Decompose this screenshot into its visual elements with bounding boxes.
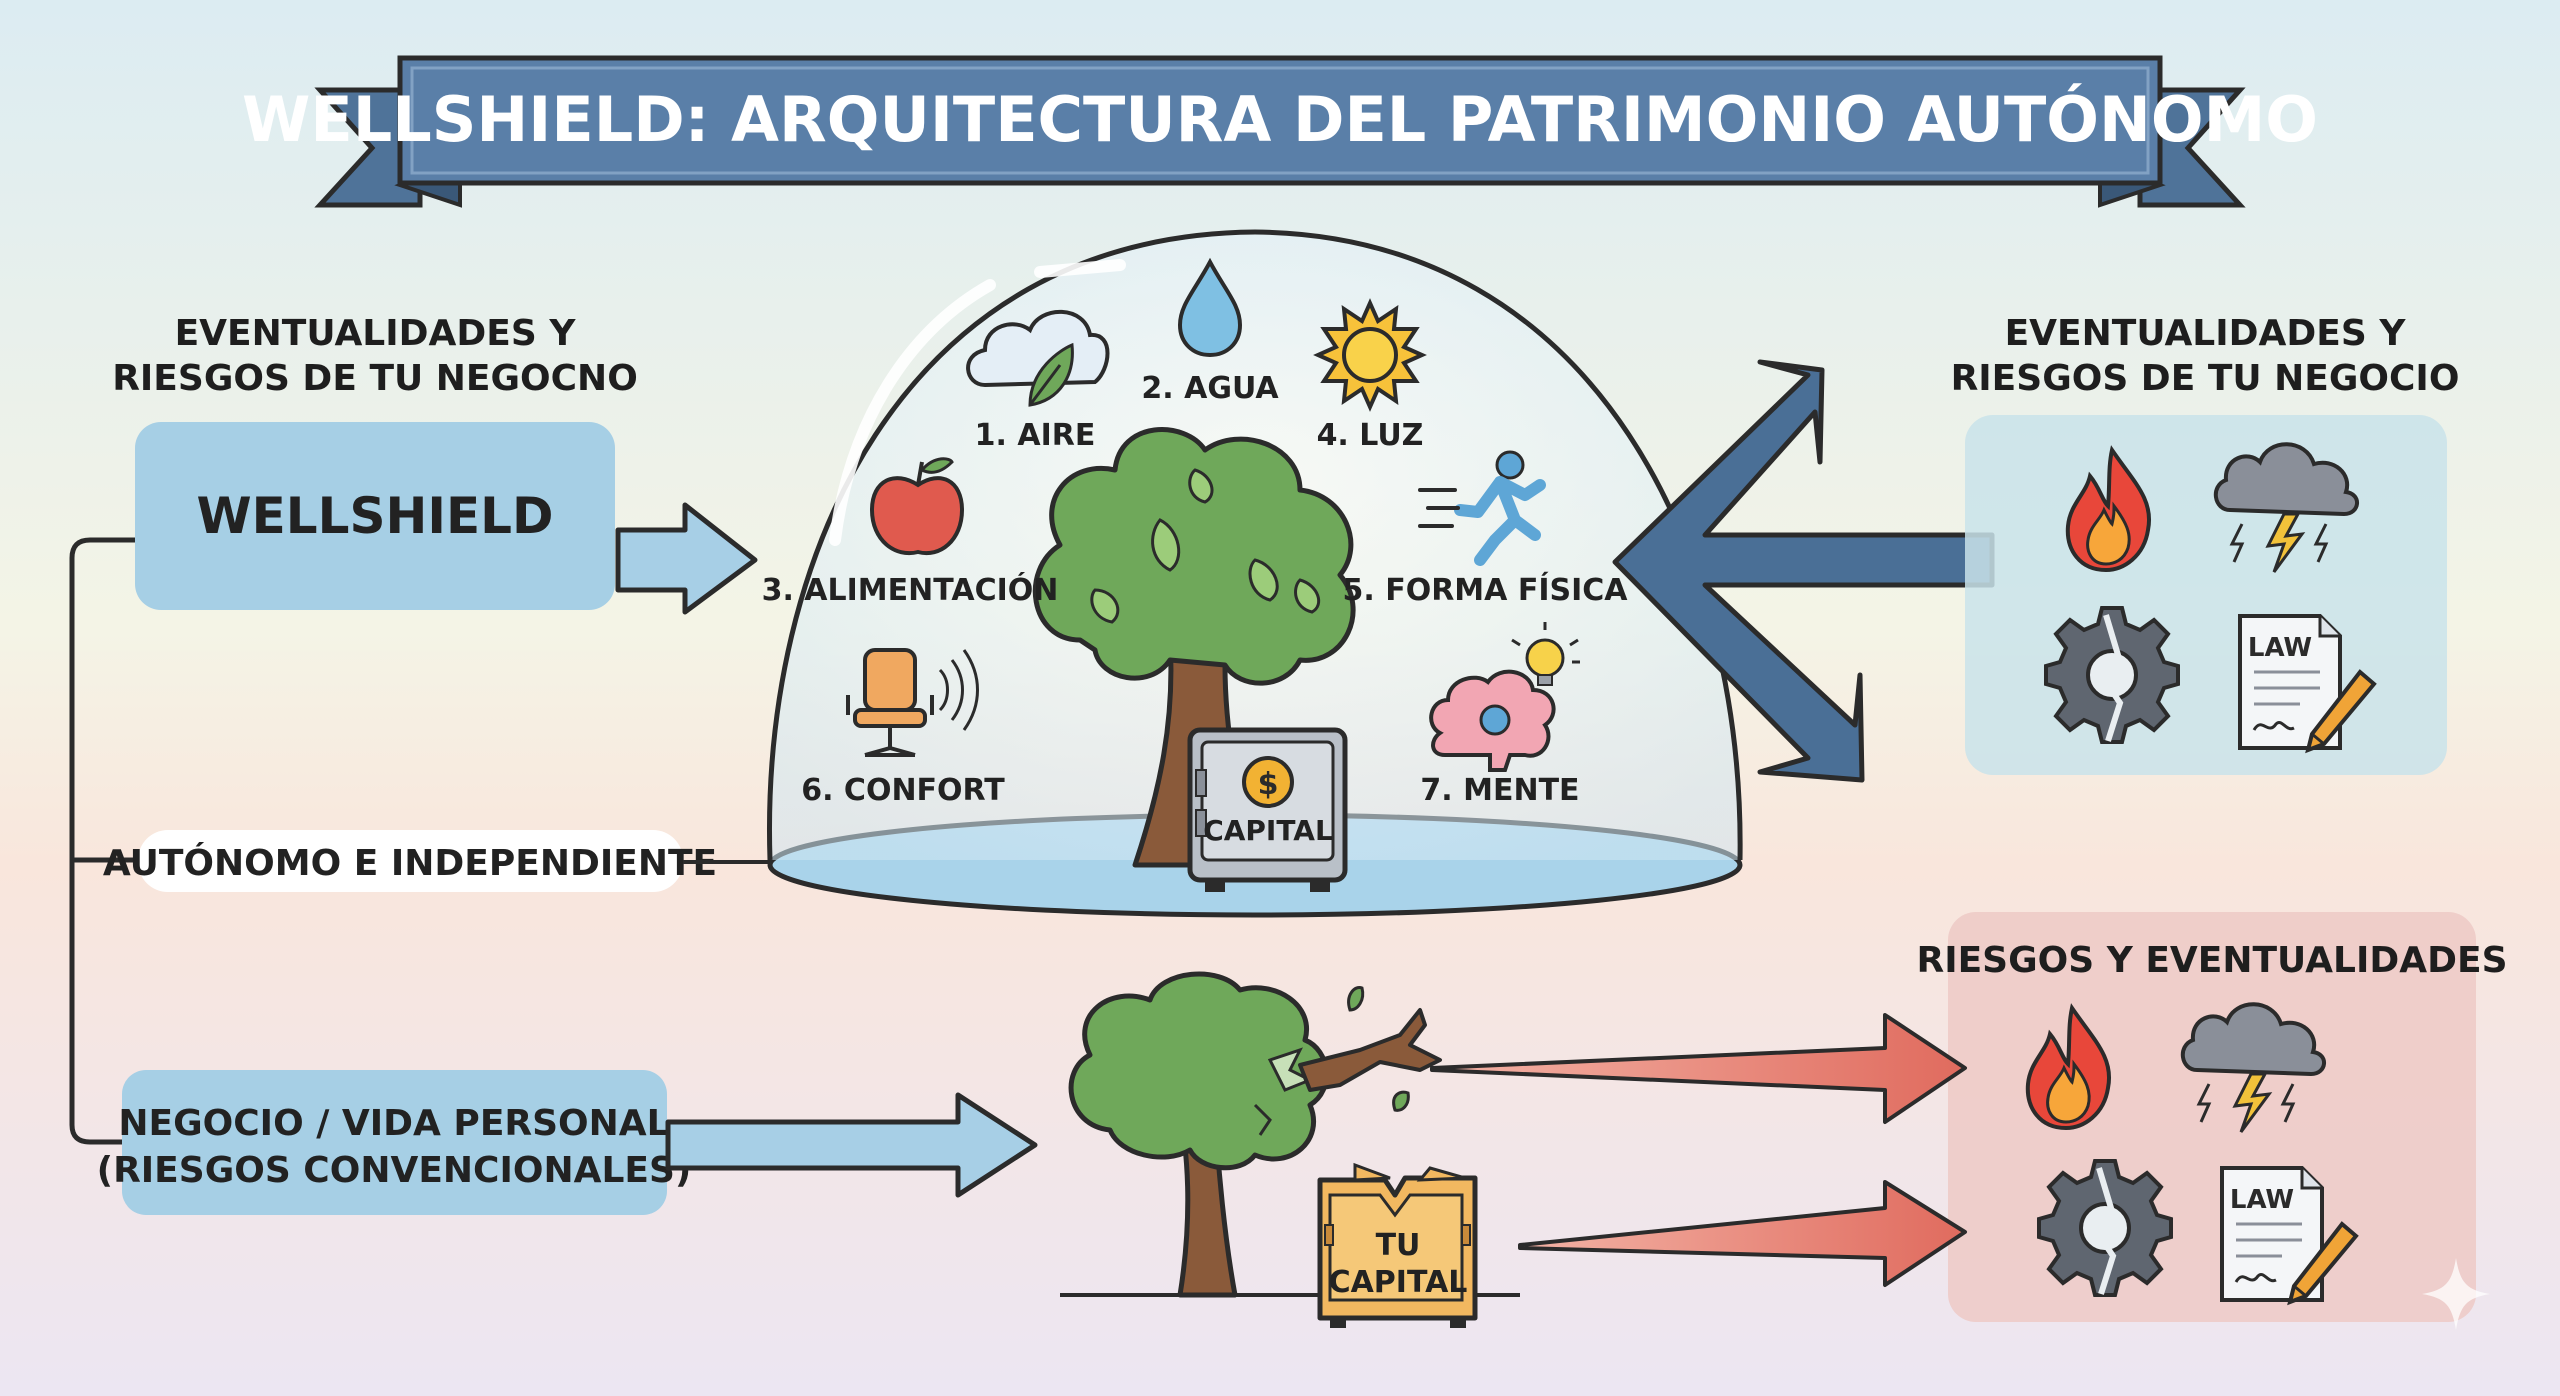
right-bottom-risks-panel: RIESGOS Y EVENTUALIDADES LAW — [1916, 912, 2508, 1322]
law-document-icon: LAW — [2238, 614, 2376, 752]
left-risks-heading-line-1: EVENTUALIDADES Y — [175, 313, 577, 354]
dome-label-alimentacion: 3. ALIMENTACIÓN — [762, 571, 1059, 608]
right-top-heading-line-2: RIESGOS DE TU NEGOCIO — [1951, 358, 2460, 399]
broken-gear-icon — [2039, 1161, 2171, 1295]
dome-label-agua: 2. AGUA — [1141, 371, 1279, 406]
broken-tree — [1060, 971, 1520, 1298]
conventional-box-line-1: NEGOCIO / VIDA PERSONAL — [118, 1103, 669, 1144]
dome-label-mente: 7. MENTE — [1420, 773, 1579, 808]
conventional-risks-box[interactable]: NEGOCIO / VIDA PERSONAL (RIESGOS CONVENC… — [97, 1070, 692, 1215]
cloud-leaf-icon — [966, 309, 1110, 407]
autonomo-label-text: AUTÓNOMO E INDEPENDIENTE — [103, 842, 717, 884]
dollar-coin-icon — [1242, 756, 1294, 808]
dome-label-aire: 1. AIRE — [975, 418, 1096, 453]
safe-label: CAPITAL — [1203, 814, 1333, 847]
wellshield-to-dome-arrow — [615, 502, 758, 615]
conventional-box-line-2: (RIESGOS CONVENCIONALES) — [97, 1150, 692, 1191]
dome-element-forma-fisica: 5. FORMA FÍSICA — [1343, 450, 1629, 608]
dome-element-mente: 7. MENTE — [1420, 622, 1580, 808]
deflection-arrow — [1612, 359, 1995, 783]
water-drop-icon — [1177, 257, 1243, 358]
risk-arrow-to-tree — [1430, 1013, 1967, 1124]
dome-element-aire: 1. AIRE — [966, 309, 1110, 453]
page-title: WELLSHIELD: ARQUITECTURA DEL PATRIMONIO … — [242, 83, 2318, 156]
dome-label-forma-fisica: 5. FORMA FÍSICA — [1343, 572, 1629, 608]
autonomo-label: AUTÓNOMO E INDEPENDIENTE — [103, 830, 717, 892]
broken-box-label-line-2: CAPITAL — [1329, 1265, 1468, 1300]
dome-element-confort: 6. CONFORT — [801, 648, 1005, 808]
right-top-heading: EVENTUALIDADES Y RIESGOS DE TU NEGOCIO — [1951, 313, 2460, 399]
dome-label-confort: 6. CONFORT — [801, 773, 1005, 808]
office-chair-icon — [846, 648, 979, 757]
right-bottom-law-text: LAW — [2230, 1185, 2294, 1215]
sparkle-icon — [2422, 1258, 2490, 1330]
capital-safe: $ CAPITAL — [1187, 727, 1348, 892]
left-bracket-connector — [69, 537, 140, 1145]
right-top-law-text: LAW — [2248, 633, 2312, 663]
broken-box-label-line-1: TU — [1376, 1228, 1421, 1263]
safe-symbol: $ — [1258, 767, 1279, 802]
wellshield-box[interactable]: WELLSHIELD — [135, 422, 615, 610]
dome-element-luz: 4. LUZ — [1313, 298, 1427, 453]
apple-icon — [869, 457, 965, 556]
running-person-icon — [1418, 450, 1546, 566]
dome-label-luz: 4. LUZ — [1317, 418, 1424, 453]
healthy-tree — [1032, 427, 1356, 868]
title-banner: WELLSHIELD: ARQUITECTURA DEL PATRIMONIO … — [242, 55, 2318, 208]
brain-lightbulb-icon — [1429, 622, 1580, 772]
right-bottom-heading: RIESGOS Y EVENTUALIDADES — [1916, 940, 2507, 981]
wellshield-box-label: WELLSHIELD — [196, 487, 553, 545]
left-risks-heading: EVENTUALIDADES Y RIESGOS DE TU NEGOCNO — [112, 313, 638, 399]
dome-element-alimentacion: 3. ALIMENTACIÓN — [762, 457, 1059, 608]
broken-capital-box: TU CAPITAL — [1317, 1162, 1478, 1328]
right-top-heading-line-1: EVENTUALIDADES Y — [2005, 313, 2407, 354]
conventional-to-tree-arrow — [665, 1092, 1038, 1198]
left-risks-heading-line-2: RIESGOS DE TU NEGOCNO — [112, 358, 638, 399]
risk-arrow-to-capital — [1518, 1180, 1967, 1287]
dome-element-agua: 2. AGUA — [1141, 257, 1279, 406]
law-document-icon: LAW — [2220, 1166, 2358, 1304]
sun-icon — [1313, 298, 1427, 412]
right-top-risks-panel: LAW — [1965, 415, 2447, 775]
broken-gear-icon — [2046, 608, 2178, 742]
